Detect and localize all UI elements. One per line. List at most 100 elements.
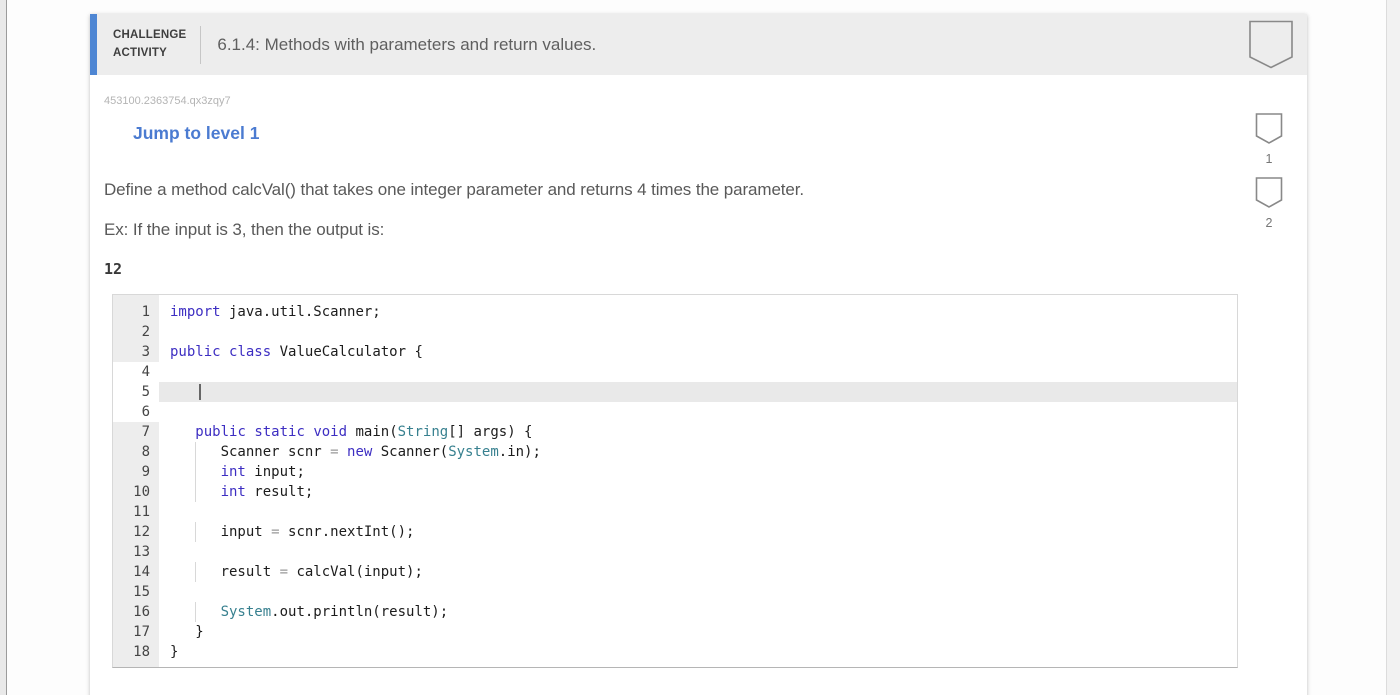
line-number: 7	[113, 422, 159, 442]
code-line-content: }	[159, 622, 1237, 642]
code-line-content: Scanner scnr = new Scanner(System.in);	[159, 442, 1237, 462]
token-plain: result;	[245, 484, 314, 500]
token-keyword: new	[347, 444, 373, 460]
token-plain: java.util.Scanner;	[220, 304, 381, 320]
window-left-edge	[0, 0, 7, 695]
challenge-header: CHALLENGE ACTIVITY 6.1.4: Methods with p…	[90, 14, 1307, 75]
token-plain: [] args) {	[448, 424, 533, 440]
code-line[interactable]: 16 System.out.println(result);	[113, 602, 1237, 622]
example-output: 12	[104, 260, 123, 278]
page-scrollbar[interactable]	[1386, 0, 1400, 695]
text-cursor	[199, 384, 202, 400]
code-line[interactable]: 11	[113, 502, 1237, 522]
level-1-number: 1	[1265, 152, 1273, 166]
token-operator: =	[330, 444, 339, 460]
indent-guide	[195, 442, 197, 462]
code-line[interactable]: 2	[113, 322, 1237, 342]
activity-content: 453100.2363754.qx3zqy7 Jump to level 1 D…	[90, 95, 1307, 668]
line-number: 16	[113, 602, 159, 622]
code-line-content	[159, 402, 1237, 422]
code-line[interactable]: 4	[113, 362, 1237, 382]
code-line-content: int result;	[159, 482, 1237, 502]
level-2-number: 2	[1265, 216, 1273, 230]
level-1-badge-icon	[1254, 113, 1284, 149]
token-keyword: static	[254, 424, 305, 440]
code-line-content: input = scnr.nextInt();	[159, 522, 1237, 542]
token-keyword: public	[195, 424, 246, 440]
code-line[interactable]: 17 }	[113, 622, 1237, 642]
token-plain: input	[170, 524, 272, 540]
line-number: 10	[113, 482, 159, 502]
code-line[interactable]: 10 int result;	[113, 482, 1237, 502]
code-line-content	[159, 382, 1237, 402]
line-number: 9	[113, 462, 159, 482]
activity-id: 453100.2363754.qx3zqy7	[104, 95, 231, 107]
token-plain	[339, 444, 347, 460]
level-2-badge-icon	[1254, 177, 1284, 213]
editor-top-padding	[113, 295, 1237, 302]
line-number: 11	[113, 502, 159, 522]
editor-bottom-padding	[113, 662, 1237, 667]
code-line-content	[159, 362, 1237, 382]
code-line-content: public static void main(String[] args) {	[159, 422, 1237, 442]
token-plain	[221, 344, 229, 360]
challenge-label-line1: CHALLENGE	[113, 28, 187, 41]
token-plain	[170, 424, 195, 440]
code-line-content	[159, 322, 1237, 342]
code-line-content: public class ValueCalculator {	[159, 342, 1237, 362]
line-number: 6	[113, 402, 159, 422]
token-keyword: class	[229, 344, 272, 360]
challenge-badge-icon	[1248, 20, 1294, 74]
token-plain: result	[170, 564, 280, 580]
indent-guide	[195, 562, 197, 582]
code-line[interactable]: 8 Scanner scnr = new Scanner(System.in);	[113, 442, 1237, 462]
challenge-activity-card: CHALLENGE ACTIVITY 6.1.4: Methods with p…	[90, 14, 1307, 695]
line-number: 14	[113, 562, 159, 582]
token-plain: Scanner(	[372, 444, 449, 460]
token-plain: scnr.nextInt();	[279, 524, 415, 540]
token-plain: }	[170, 624, 204, 640]
code-line[interactable]: 15	[113, 582, 1237, 602]
challenge-activity-label: CHALLENGE ACTIVITY	[113, 27, 186, 63]
code-line-content	[159, 502, 1237, 522]
token-operator: =	[271, 524, 280, 540]
code-line[interactable]: 5	[113, 382, 1237, 402]
token-plain: calcVal(input);	[288, 564, 423, 580]
line-number: 4	[113, 362, 159, 382]
token-keyword: void	[313, 424, 348, 440]
token-plain: Scanner scnr	[170, 444, 331, 460]
line-number: 5	[113, 382, 159, 402]
code-line[interactable]: 6	[113, 402, 1237, 422]
token-keyword: int	[220, 464, 246, 480]
token-type: System	[448, 444, 499, 460]
jump-to-level-link[interactable]: Jump to level 1	[133, 123, 260, 143]
code-line[interactable]: 14 result = calcVal(input);	[113, 562, 1237, 582]
token-plain: input;	[245, 464, 305, 480]
code-line[interactable]: 9 int input;	[113, 462, 1237, 482]
line-number: 2	[113, 322, 159, 342]
line-number: 3	[113, 342, 159, 362]
code-line[interactable]: 18}	[113, 642, 1237, 662]
token-type: System	[220, 604, 272, 620]
code-line-content: System.out.println(result);	[159, 602, 1237, 622]
token-operator: =	[279, 564, 289, 580]
code-line[interactable]: 7 public static void main(String[] args)…	[113, 422, 1237, 442]
challenge-label-line2: ACTIVITY	[113, 46, 167, 59]
token-keyword: int	[220, 484, 246, 500]
code-line[interactable]: 13	[113, 542, 1237, 562]
line-number: 13	[113, 542, 159, 562]
problem-statement: Define a method calcVal() that takes one…	[104, 180, 805, 199]
header-divider	[200, 25, 202, 64]
line-number: 1	[113, 302, 159, 322]
level-progress-column: 1 2	[1254, 113, 1284, 241]
example-intro: Ex: If the input is 3, then the output i…	[104, 220, 385, 239]
code-line[interactable]: 12 input = scnr.nextInt();	[113, 522, 1237, 542]
token-plain: .out.println(result);	[271, 604, 449, 620]
token-keyword: public	[170, 344, 221, 360]
line-number: 8	[113, 442, 159, 462]
code-line-content	[159, 582, 1237, 602]
